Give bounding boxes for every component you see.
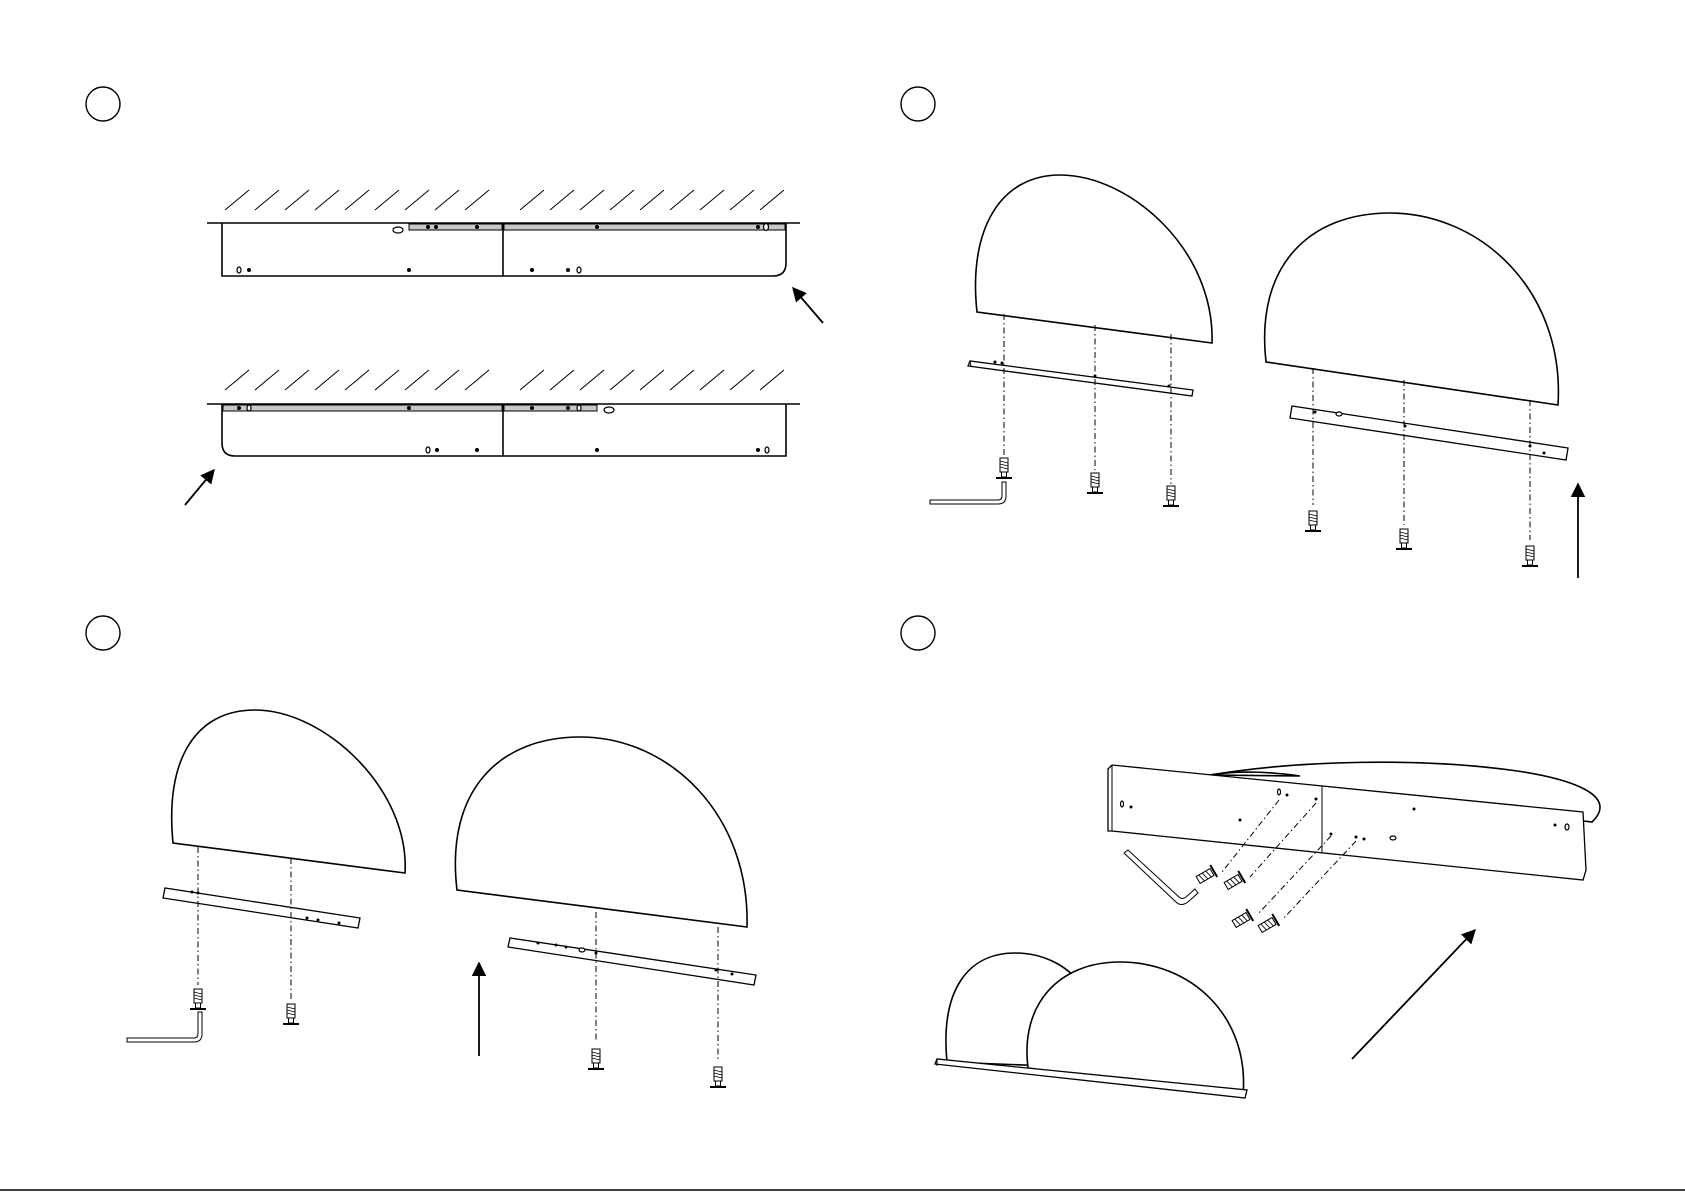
screw-icon [996, 458, 1012, 478]
wall-view-lower [185, 370, 800, 505]
support-board [968, 361, 1193, 396]
support-board [508, 938, 756, 985]
screw-icon [283, 1004, 299, 1024]
wall-rail [223, 405, 502, 411]
arrow-icon [793, 288, 823, 323]
wall-rail [409, 224, 502, 230]
hex-key-icon [930, 482, 1006, 504]
step-1-circle [86, 87, 120, 121]
screw-icon [1305, 511, 1321, 531]
hex-key-icon [127, 1012, 202, 1042]
step-4 [901, 616, 1600, 1098]
screw-icon [1522, 546, 1538, 566]
screw-icon [1087, 473, 1103, 493]
step-1 [86, 87, 823, 505]
step-4-circle [901, 616, 935, 650]
arrow-icon [185, 470, 214, 505]
half-round-panel [976, 175, 1213, 343]
screw-icon [1231, 909, 1254, 930]
step-3-circle [86, 616, 120, 650]
screw-icon [1223, 871, 1246, 892]
wall-rail [504, 405, 597, 411]
support-board [163, 888, 360, 928]
screw-icon [710, 1067, 726, 1087]
arrow-icon [1352, 930, 1475, 1059]
wall-view-upper [207, 190, 823, 323]
screw-icon [190, 989, 206, 1009]
screw-icon [1257, 914, 1280, 935]
step-2-circle [901, 87, 935, 121]
step-3 [86, 616, 756, 1087]
screw-icon [1396, 529, 1412, 549]
screw-icon [1195, 865, 1218, 886]
support-board [1290, 406, 1568, 460]
half-round-panel [455, 737, 747, 927]
shelf-board [222, 223, 786, 276]
wall-rail [504, 224, 785, 230]
step-2 [901, 87, 1578, 578]
half-round-panel [172, 710, 405, 873]
hex-key-icon [1124, 850, 1198, 905]
screw-icon [588, 1049, 604, 1069]
wall-hatch [225, 190, 784, 210]
screw-icon [1163, 486, 1179, 506]
half-round-panel [1265, 213, 1559, 405]
shelf-board [222, 404, 786, 456]
wall-hatch [225, 370, 784, 390]
